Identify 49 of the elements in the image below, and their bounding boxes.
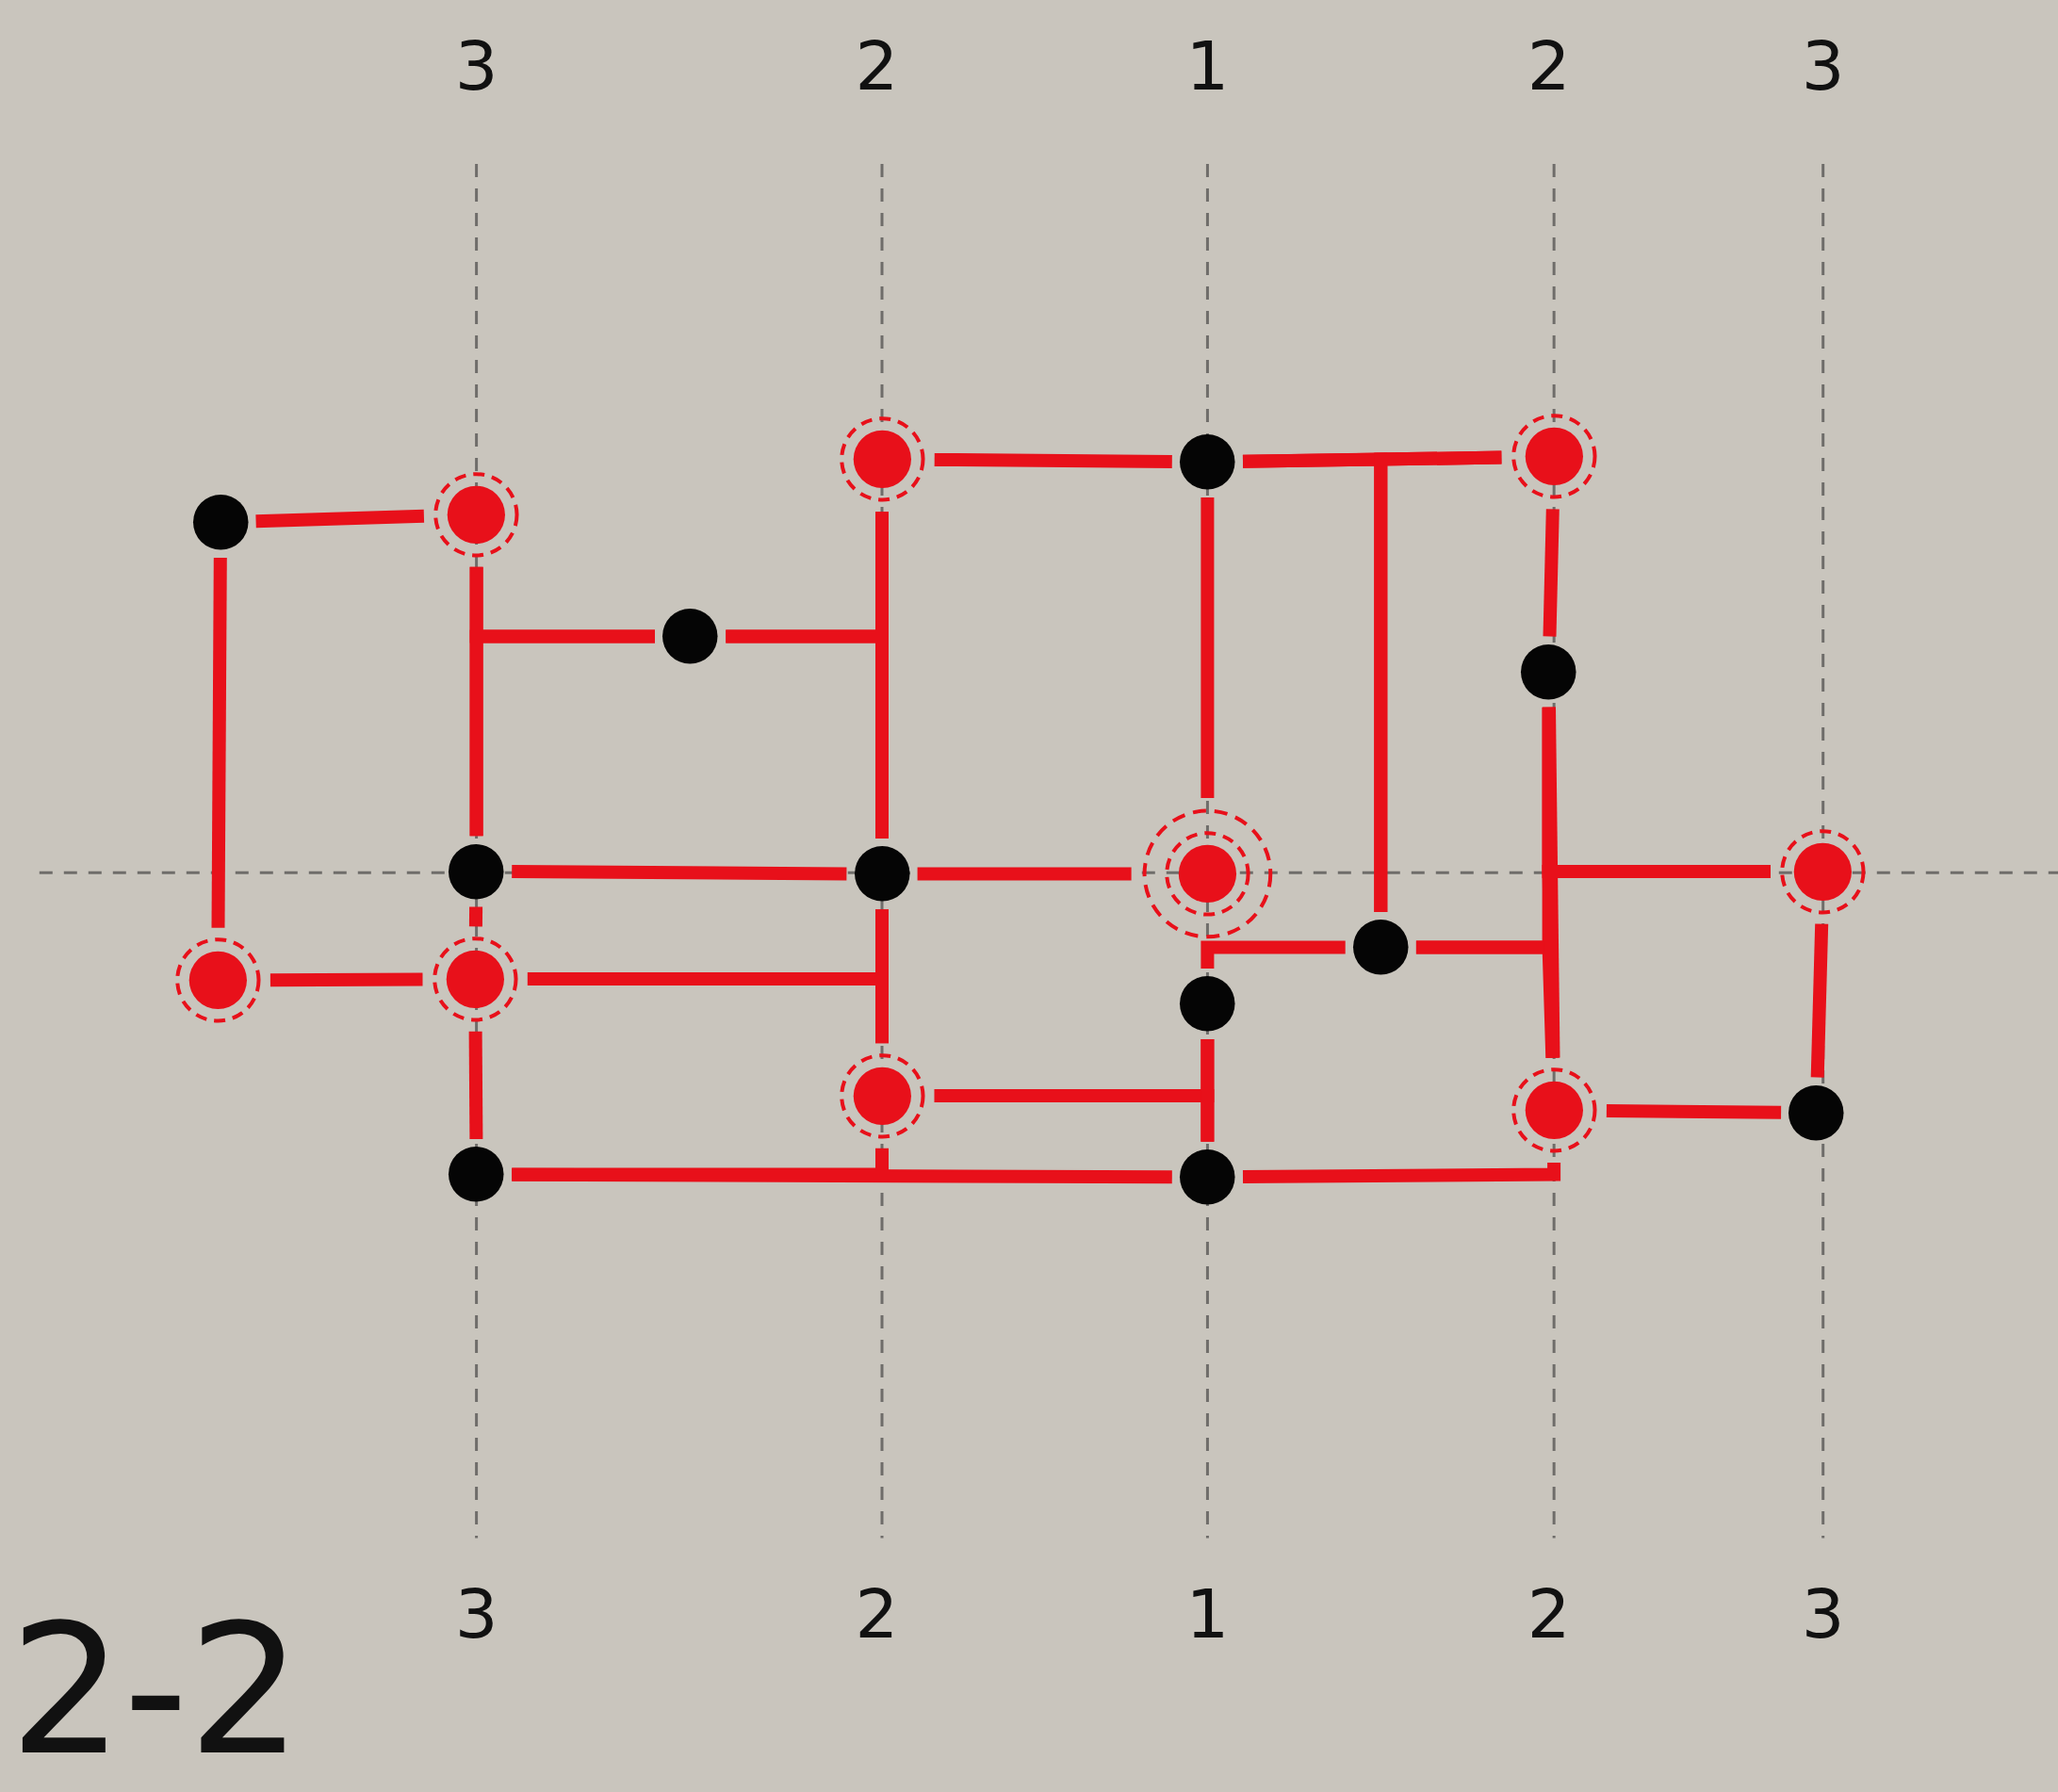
- connector-line: [1200, 497, 1215, 798]
- dot-marker: [662, 609, 718, 664]
- connector-line: [1242, 1163, 1561, 1184]
- connector-line: [875, 909, 889, 1044]
- axis-number: 3: [1801, 31, 1845, 100]
- dot-marker: [1180, 1149, 1235, 1205]
- dot-marker: [1180, 434, 1235, 490]
- connector-line: [1374, 450, 1502, 912]
- connector-line: [1543, 509, 1560, 637]
- dot-marker: [854, 846, 910, 902]
- dot-marker: [449, 843, 504, 900]
- axis-number: 3: [454, 1580, 498, 1649]
- connector-line: [270, 972, 423, 987]
- axis-number: 2: [855, 1580, 899, 1649]
- ringed-dot-marker: [837, 1051, 927, 1141]
- dot-marker: [1353, 920, 1409, 975]
- ringed-dot-marker: [1778, 826, 1868, 917]
- figure-title: 2-2: [9, 1602, 302, 1781]
- ringed-dot-marker: [430, 934, 520, 1024]
- axis-number: 1: [1185, 31, 1230, 100]
- dot-marker: [1180, 976, 1235, 1032]
- ringed-dot-marker: [432, 469, 521, 560]
- connector-line: [1200, 1039, 1215, 1142]
- connector-line: [211, 557, 227, 928]
- dot-marker: [192, 495, 249, 550]
- dot-marker: [449, 1147, 504, 1202]
- connector-line: [917, 867, 1132, 881]
- connector-line: [1606, 1103, 1782, 1119]
- connector-line: [1810, 923, 1829, 1078]
- dot-marker: [1521, 643, 1576, 700]
- axis-number: 3: [454, 31, 498, 100]
- ringed-dot-marker: [1509, 412, 1599, 502]
- connector-line: [469, 629, 655, 837]
- connector-line: [468, 1031, 483, 1140]
- axis-number: 1: [1185, 1580, 1230, 1649]
- connector-line: [512, 1167, 1172, 1184]
- dot-marker: [1788, 1084, 1844, 1141]
- ringed-dot-marker: [172, 936, 263, 1025]
- connector-line: [934, 452, 1172, 468]
- ringed-dot-marker: [837, 415, 927, 504]
- axis-number: 2: [1527, 1580, 1571, 1649]
- axis-number: 3: [1801, 1580, 1845, 1649]
- axis-number: 2: [1527, 31, 1571, 100]
- connector-line: [512, 865, 847, 881]
- ringed-dot-marker: [1509, 1066, 1599, 1155]
- connector-line: [468, 906, 483, 927]
- axis-number: 2: [855, 31, 899, 100]
- connector-line: [1200, 940, 1346, 969]
- connector-line: [255, 509, 425, 529]
